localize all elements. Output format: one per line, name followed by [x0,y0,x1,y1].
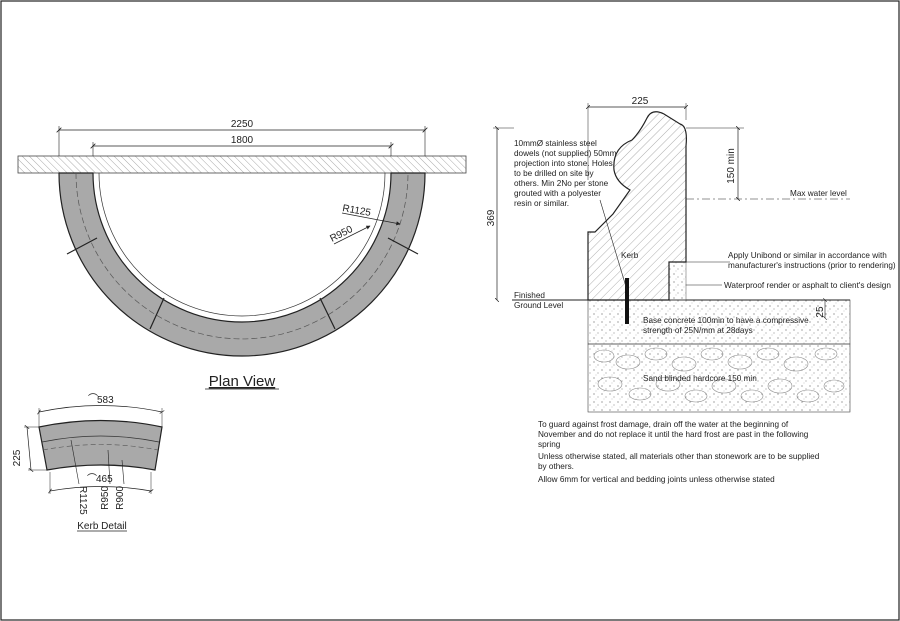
kerb-dim-side: 225 [12,449,23,466]
kerb-detail-title: Kerb Detail [77,521,126,532]
hardcore-note: Sand blinded hardcore 150 min [643,374,757,383]
section-kerb-profile [587,111,687,301]
kerb-radius-3: R900 [115,486,126,510]
max-water-label: Max water level [790,189,847,198]
plan-dim-inner: 1800 [231,135,254,146]
dowels-note: 10mmØ stainless steel dowels (not suppli… [514,139,617,208]
render-note: Waterproof render or asphalt to client's… [724,281,891,290]
concrete-note-1: Base concrete 100min to have a compressi… [643,316,809,325]
kerb-piece [38,419,163,471]
plan-ring-joints [66,237,419,330]
plan-dim-outer: 2250 [231,119,254,130]
plan-view-title: Plan View [209,373,276,390]
kerb-dim-bottom-arc: ⌒ [87,473,97,485]
section-dim-height: 369 [486,209,497,226]
section-concrete-base [587,299,851,345]
general-notes: To guard against frost damage, drain off… [538,420,820,484]
section-render [668,261,687,301]
materials-note-2: by others. [538,462,574,471]
svg-text:resin or similar.: resin or similar. [514,199,569,208]
kerb-dim-top: 583 [97,395,114,406]
unibond-note-1: Apply Unibond or similar in accordance w… [728,251,887,260]
plan-ring-inner-line [98,172,386,317]
unibond-note-2: manufacturer's instructions (prior to re… [728,261,896,270]
plan-view: 2250 1800 R1125 R950 Plan View [17,119,467,390]
section-dowel [625,278,629,324]
concrete-note-2: strength of 25N/mm at 28days [643,326,753,335]
plan-ground-strip [17,155,467,174]
section-dim-min: 150 min [726,148,737,184]
finished-ground-label-1: Finished [514,291,545,300]
kerb-radius-2: R950 [100,486,111,510]
joints-note: Allow 6mm for vertical and bedding joint… [538,475,775,484]
materials-note-1: Unless otherwise stated, all materials o… [538,452,820,461]
kerb-radius-1: R1125 [77,486,88,515]
section-view: Max water level 225 369 150 min 25 Kerb … [486,96,896,413]
svg-text:others. Min 2No per stone: others. Min 2No per stone [514,179,609,188]
section-kerb-label: Kerb [621,251,639,260]
section-dim-25: 25 [815,306,826,318]
plan-ring [58,172,426,357]
frost-note-1: To guard against frost damage, drain off… [538,420,789,429]
finished-ground-label-2: Ground Level [514,301,563,310]
svg-text:dowels (not supplied) 50mm: dowels (not supplied) 50mm [514,149,617,158]
kerb-dim-bottom: 465 [96,474,113,485]
frost-note-2: November and do not replace it until the… [538,430,809,439]
svg-text:10mmØ stainless steel: 10mmØ stainless steel [514,139,597,148]
plan-radius-outer: R1125 [341,203,372,219]
section-dim-width: 225 [632,96,649,107]
svg-text:to be drilled on site by: to be drilled on site by [514,169,595,178]
plan-ring-centerline [75,172,409,340]
kerb-dim-top-arc: ⌒ [88,393,98,405]
svg-text:grouted with a polyester: grouted with a polyester [514,189,601,198]
kerb-detail: ⌒ 583 225 ⌒ 465 R1125 R950 R900 Kerb Det… [12,393,162,532]
frost-note-3: spring [538,440,561,449]
svg-text:projection into stone. Holes: projection into stone. Holes [514,159,613,168]
